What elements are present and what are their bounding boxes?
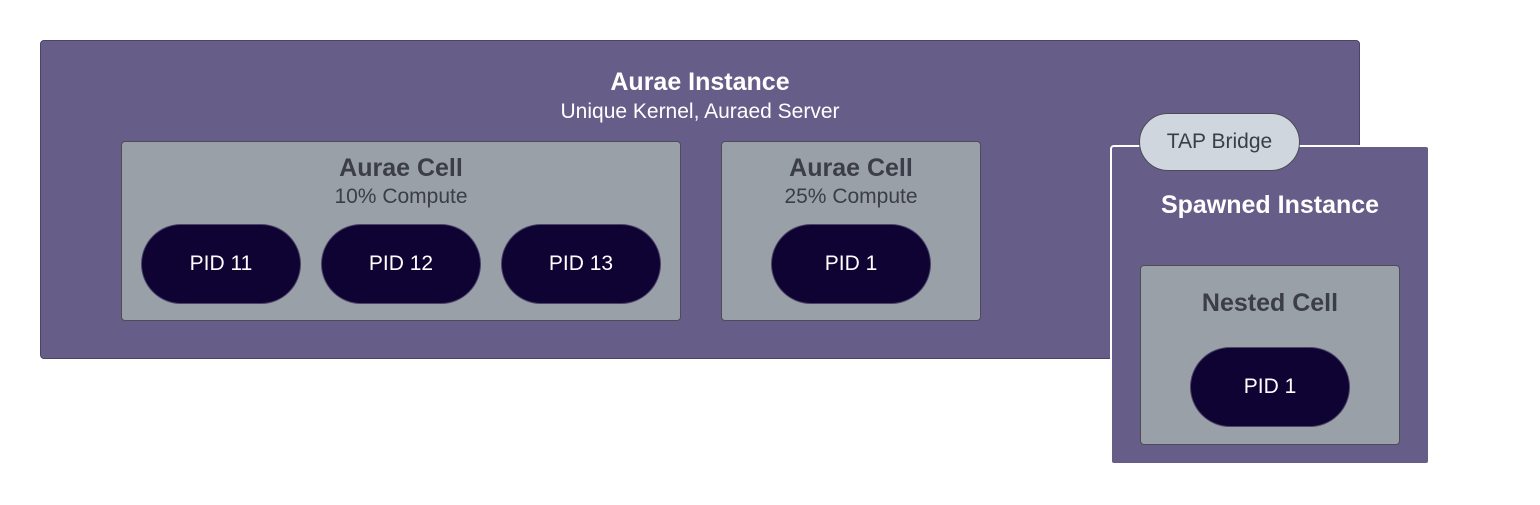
- cell-subtitle: 10% Compute: [334, 185, 468, 208]
- aurae-cell-1: Aurae Cell 10% Compute PID 11 PID 12 PID…: [121, 141, 681, 321]
- aurae-cell-2: Aurae Cell 25% Compute PID 1: [721, 141, 981, 321]
- tap-bridge: TAP Bridge: [1139, 113, 1300, 171]
- pid-node: PID 1: [771, 224, 931, 304]
- nested-cell-title: Nested Cell: [1201, 289, 1339, 317]
- nested-cell: Nested Cell PID 1: [1140, 265, 1400, 445]
- pid-node: PID 13: [501, 224, 661, 304]
- cell-title: Aurae Cell: [789, 154, 913, 182]
- cell-subtitle: 25% Compute: [784, 185, 918, 208]
- cell-title: Aurae Cell: [339, 154, 463, 182]
- spawned-instance: Spawned Instance Nested Cell PID 1: [1110, 145, 1430, 465]
- instance-subtitle: Unique Kernel, Auraed Server: [560, 100, 840, 123]
- pid-node: PID 11: [141, 224, 301, 304]
- instance-title: Aurae Instance: [610, 68, 790, 96]
- pid-node: PID 1: [1190, 347, 1350, 427]
- pid-node: PID 12: [321, 224, 481, 304]
- spawned-instance-title: Spawned Instance: [1160, 191, 1380, 219]
